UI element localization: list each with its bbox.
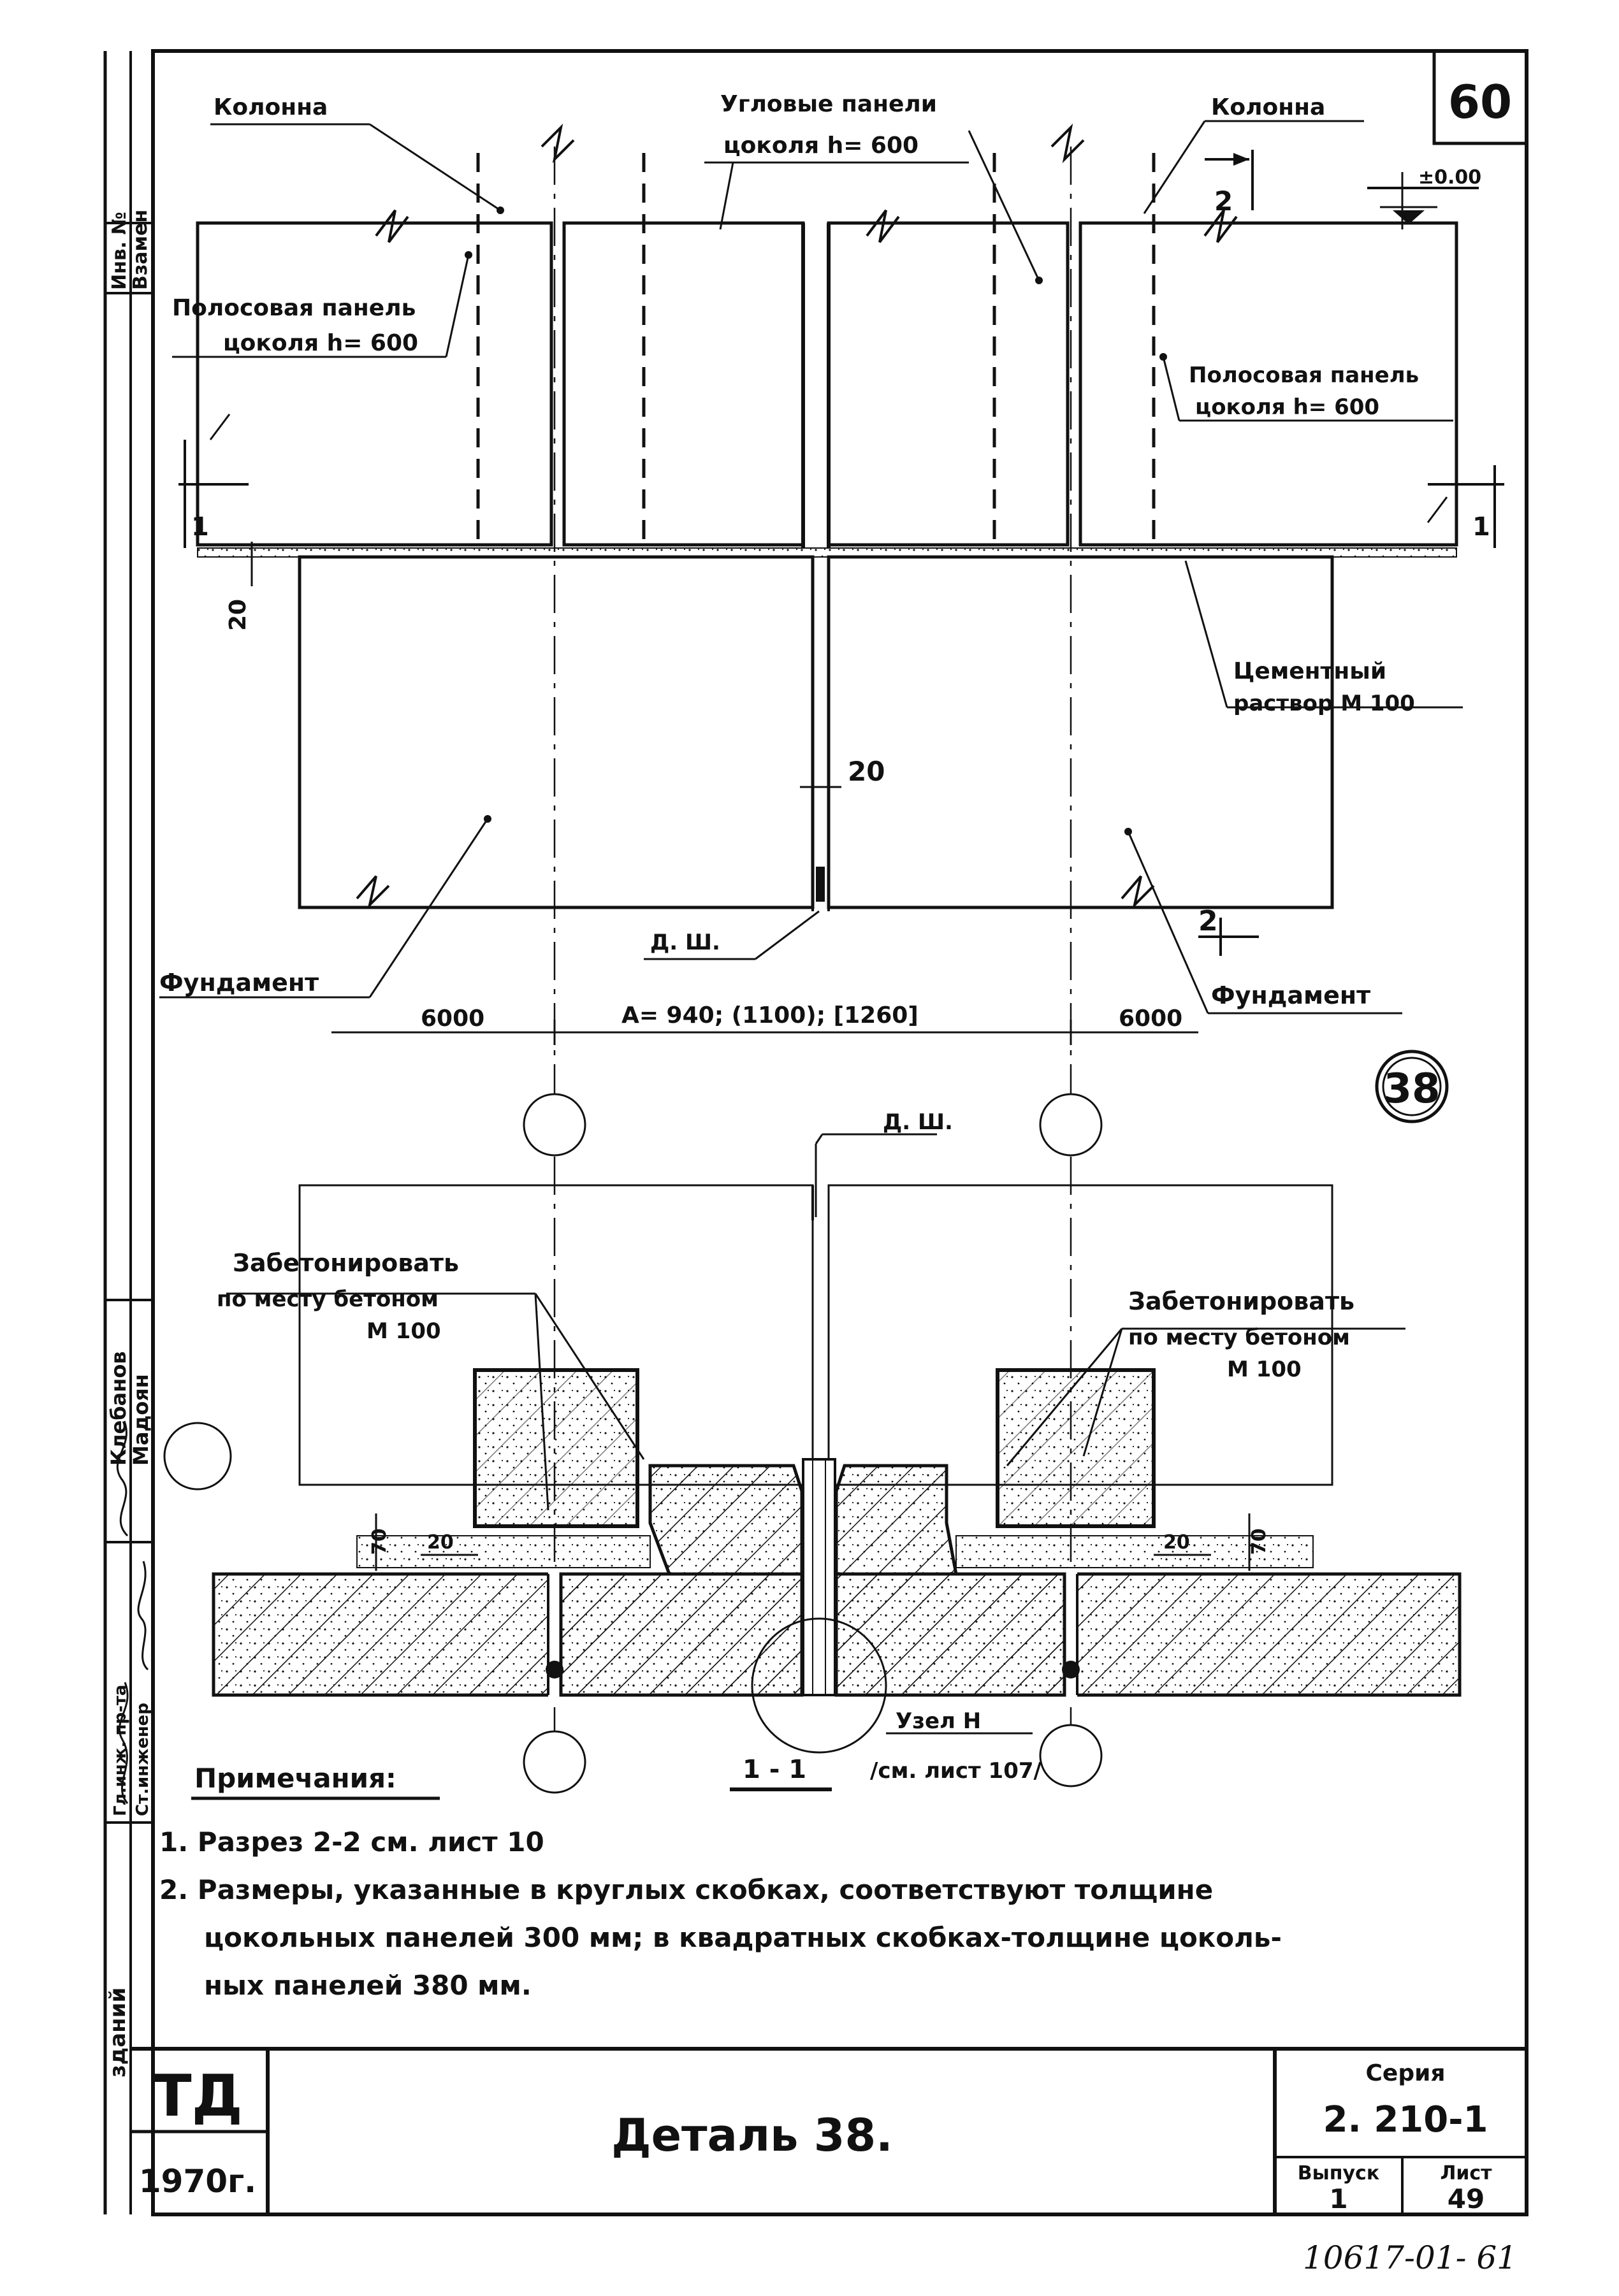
note-2-line-3: ных панелей 380 мм. <box>204 1970 532 2001</box>
label-strip-left-1: Полосовая панель <box>172 295 416 321</box>
sheet-number: 60 <box>1448 75 1512 129</box>
label-strip-right-2: цоколя h= 600 <box>1195 394 1379 420</box>
label-cement-1: Цементный <box>1233 658 1386 684</box>
label-node-ref: /см. лист 107/ <box>870 1758 1042 1784</box>
dim-20-left: 20 <box>427 1531 454 1554</box>
label-kolonna-left: Колонна <box>214 94 328 120</box>
stamp-inv: Инв. № <box>108 212 131 290</box>
label-cement-2: раствор М 100 <box>1233 691 1415 716</box>
concrete-left-1: Забетонировать <box>233 1249 459 1277</box>
year: 1970г. <box>139 2163 256 2200</box>
dim-a: А= 940; (1100); [1260] <box>621 1002 918 1029</box>
concrete-right-2: по месту бетоном <box>1128 1325 1350 1350</box>
drawing-title: Деталь 38. <box>611 2109 893 2162</box>
stamp-zdaniy: зданий <box>105 1988 131 2077</box>
list-label: Лист <box>1440 2162 1492 2184</box>
label-ds-top: Д. Ш. <box>650 930 720 955</box>
concrete-left-2: по месту бетоном <box>217 1287 439 1312</box>
stamp-madoyan: Мадоян <box>129 1374 153 1466</box>
section-mark-2-top: 2 <box>1214 185 1233 217</box>
dim-70-left: 70 <box>368 1528 391 1555</box>
dim-20-vertical: 20 <box>225 599 251 631</box>
side-stamp: Инв. № Взамен Клебанов Мадоян Гл.инж. пр… <box>105 210 153 2077</box>
label-strip-left-2: цоколя h= 600 <box>223 330 418 356</box>
stamp-vzamen: Взамен <box>129 210 152 290</box>
section-label: 1 - 1 <box>743 1755 806 1784</box>
dim-6000-right: 6000 <box>1119 1006 1182 1032</box>
detail-callout: 38 <box>1383 1065 1440 1113</box>
label-foundation-left: Фундамент <box>159 969 319 997</box>
dim-20-right: 20 <box>1163 1531 1190 1554</box>
label-strip-right-1: Полосовая панель <box>1189 363 1419 388</box>
vypusk-label: Выпуск <box>1298 2162 1379 2184</box>
concrete-right-3: М 100 <box>1227 1357 1302 1382</box>
sheet-frame <box>103 49 1528 2216</box>
note-2-line-1: 2. Размеры, указанные в круглых скобках,… <box>159 1874 1213 1905</box>
list-value: 49 <box>1448 2183 1485 2214</box>
notes-heading: Примечания: <box>194 1763 396 1794</box>
label-foundation-right: Фундамент <box>1211 981 1370 1009</box>
elevation-view: 1 1 2 ±0.00 20 20 <box>159 91 1504 1157</box>
concrete-left-3: М 100 <box>367 1318 441 1344</box>
notes: Примечания: 1. Разрез 2-2 см. лист 10 2.… <box>159 1763 1282 2001</box>
footer-code: 10617-01- 61 <box>1303 2239 1517 2276</box>
dim-6000-left: 6000 <box>421 1006 484 1032</box>
concrete-right-1: Забетонировать <box>1128 1287 1354 1315</box>
note-2-line-2: цокольных панелей 300 мм; в квадратных с… <box>204 1922 1282 1953</box>
plan-view: Д. Ш. <box>163 1109 1462 1794</box>
section-mark-2-bottom: 2 <box>1198 905 1218 937</box>
label-ds-plan: Д. Ш. <box>883 1109 953 1135</box>
vypusk-value: 1 <box>1329 2183 1347 2214</box>
stamp-st-inzh: Ст.инженер <box>133 1703 152 1816</box>
org-logo: ТД <box>152 2063 243 2130</box>
stamp-klebanov: Клебанов <box>106 1351 131 1466</box>
series-label: Серия <box>1366 2060 1446 2086</box>
label-kolonna-right: Колонна <box>1211 94 1325 120</box>
label-corner-panels-1: Угловые панели <box>720 91 937 117</box>
title-block: ТД 1970г. Деталь 38. Серия 2. 210-1 Выпу… <box>131 2047 1527 2214</box>
section-mark-right: 1 <box>1472 512 1490 542</box>
label-node: Узел Н <box>896 1708 981 1734</box>
series-value: 2. 210-1 <box>1323 2099 1488 2141</box>
note-1: 1. Разрез 2-2 см. лист 10 <box>159 1826 544 1858</box>
dim-70-right: 70 <box>1248 1528 1270 1555</box>
label-corner-panels-2: цоколя h= 600 <box>723 133 918 159</box>
section-mark-left: 1 <box>191 512 209 542</box>
elevation-mark: ±0.00 <box>1418 166 1481 189</box>
dim-20-joint: 20 <box>848 756 885 787</box>
